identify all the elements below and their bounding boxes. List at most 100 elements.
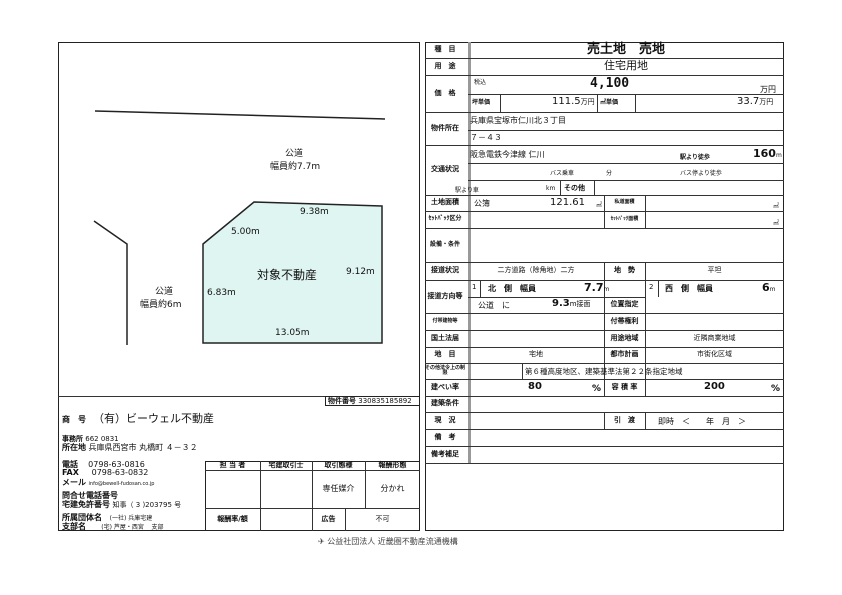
other-transport-label: その他 xyxy=(564,184,585,192)
tel-label: 電話 xyxy=(62,460,78,469)
city-label: 都市計画 xyxy=(610,350,639,359)
license: 知事（ 3 )203795 号 xyxy=(112,501,182,509)
rights-label: 付帯権利 xyxy=(610,316,639,325)
terrain-value: 平坦 xyxy=(707,266,722,275)
m2-value: 33.7万円 xyxy=(737,96,773,107)
status-label: 現 況 xyxy=(434,415,456,424)
road-status-value: 二方道路（除角地）二方 xyxy=(497,266,575,275)
road-west-width: 幅員約6m xyxy=(140,300,182,310)
bcr-pct: % xyxy=(592,384,602,394)
header-fee-form: 報酬形態 xyxy=(378,460,407,469)
company-name: （有）ビーウェル不動産 xyxy=(93,412,214,425)
branch-suffix: 支部 xyxy=(151,524,164,531)
road2-no: 2 xyxy=(649,283,654,291)
kind-value: 売土地 売地 xyxy=(586,41,665,57)
road1-width-value: 7.7 xyxy=(584,281,604,294)
far-pct: % xyxy=(771,384,781,394)
landcat-label: 地 目 xyxy=(434,350,456,359)
location-label: 物件所在 xyxy=(431,123,459,132)
fee-rate-label: 報酬率/額 xyxy=(217,514,248,523)
tsubo-value: 111.5万円 xyxy=(552,96,595,107)
handover-label: 引 渡 xyxy=(614,415,635,424)
license-label: 宅建免許番号 xyxy=(62,500,110,509)
location-line1: 兵庫県宝塚市仁川北３丁目 xyxy=(470,116,566,125)
header-agent: 宅建取引士 xyxy=(268,460,304,469)
transaction-mode: 専任媒介 xyxy=(322,483,355,493)
road-north-width: 幅員約7.7m xyxy=(270,162,321,172)
bus-walk-label: バス停より徒歩 xyxy=(680,170,722,177)
left-panel xyxy=(58,42,420,531)
header-mode: 取引態様 xyxy=(324,460,353,469)
road2-width-value: 6 xyxy=(762,281,770,294)
private-road-label: 私道面積 xyxy=(614,199,635,206)
build-cond-label: 建築条件 xyxy=(431,399,459,408)
area-type: 公簿 xyxy=(474,199,490,208)
road1-width: 7.7m xyxy=(584,281,609,294)
road1-desc: 北 側 幅員 xyxy=(488,284,536,293)
property-number-label: 物件番号 xyxy=(328,397,356,405)
remarks-label: 備 考 xyxy=(434,432,456,441)
setback-area-label: ｾｯﾄﾊﾞｯｸ面積 xyxy=(610,215,639,222)
setback-label: ｾｯﾄﾊﾞｯｸ区分 xyxy=(428,215,462,223)
subject-lot xyxy=(202,201,383,344)
property-number-value: 330835185892 xyxy=(358,397,412,405)
org-logo-icon: ✈ xyxy=(318,537,325,546)
walk-value: 160m xyxy=(753,147,782,160)
branch: (宅) 芦屋・西宮 xyxy=(101,524,144,531)
office-zip: 662 0831 xyxy=(85,435,119,443)
tsubo-price: 111.5 xyxy=(552,96,581,107)
mail[interactable]: info@bewell-fudosan.co.jp xyxy=(88,481,155,487)
zone-value: 近隣商業地域 xyxy=(693,333,736,342)
dim-left: 6.83m xyxy=(207,288,236,298)
train-line: 阪急電鉄今津線 仁川 xyxy=(470,150,545,159)
city-value: 市街化区域 xyxy=(697,350,732,359)
fax-label: FAX xyxy=(62,468,79,477)
ad-value: 不可 xyxy=(375,514,390,523)
road-type: 公道 に xyxy=(478,301,510,310)
subject-label: 対象不動産 xyxy=(257,268,318,282)
walk-unit: m xyxy=(775,152,782,159)
dim-top: 9.38m xyxy=(300,207,329,217)
dim-right: 9.12m xyxy=(346,267,375,277)
car-unit: km xyxy=(546,185,556,192)
site-map xyxy=(93,110,386,345)
terrain-label: 地 勢 xyxy=(614,266,635,275)
position-label: 位置指定 xyxy=(610,300,639,309)
other-limit-value: 第６種高度地区、建築基準法第２２条指定地域 xyxy=(525,367,683,376)
dim-bottom: 13.05m xyxy=(275,328,310,338)
mail-label: メール xyxy=(62,478,86,487)
area-value: 121.61 xyxy=(550,197,585,208)
m2-unit: 万円 xyxy=(759,98,774,106)
road-north-label: 公道 xyxy=(285,149,304,159)
tsubo-label: 坪単価 xyxy=(472,99,491,106)
road-dir-label: 接道方向等 xyxy=(427,291,463,300)
car-label: 駅より車 xyxy=(455,187,479,194)
frontage-unit: m接面 xyxy=(569,300,591,308)
price-label: 価 格 xyxy=(434,88,456,97)
company-name-label: 商 号 xyxy=(62,415,86,424)
m2-label: ㎡単価 xyxy=(600,99,619,106)
landcat-value: 宅地 xyxy=(529,350,543,359)
attached-label: 付帯建物等 xyxy=(432,317,458,324)
branch-label: 支部名 xyxy=(62,522,86,531)
far-label: 容 積 率 xyxy=(611,382,638,391)
walk-distance: 160 xyxy=(753,147,776,160)
west-road-edge xyxy=(93,220,128,345)
dim-corner: 5.00m xyxy=(231,227,260,237)
north-road-edge xyxy=(94,110,386,120)
road1-unit: m xyxy=(603,286,610,293)
traffic-label: 交通状況 xyxy=(431,165,459,174)
road-west-label: 公道 xyxy=(155,287,174,297)
facility-label: 設備・条件 xyxy=(429,240,460,248)
header-staff: 担 当 者 xyxy=(219,460,246,469)
remarks2-label: 備考補足 xyxy=(431,449,459,458)
inquiry-label: 問合せ電話番号 xyxy=(62,491,118,500)
bcr-value: 80 xyxy=(528,381,542,392)
price-value: 4,100 xyxy=(590,76,630,91)
location-line2: ７－４３ xyxy=(470,133,502,142)
road1-no: 1 xyxy=(472,283,477,291)
m2-price: 33.7 xyxy=(737,96,760,107)
price-unit: 万円 xyxy=(760,85,776,94)
far-value: 200 xyxy=(704,381,725,392)
